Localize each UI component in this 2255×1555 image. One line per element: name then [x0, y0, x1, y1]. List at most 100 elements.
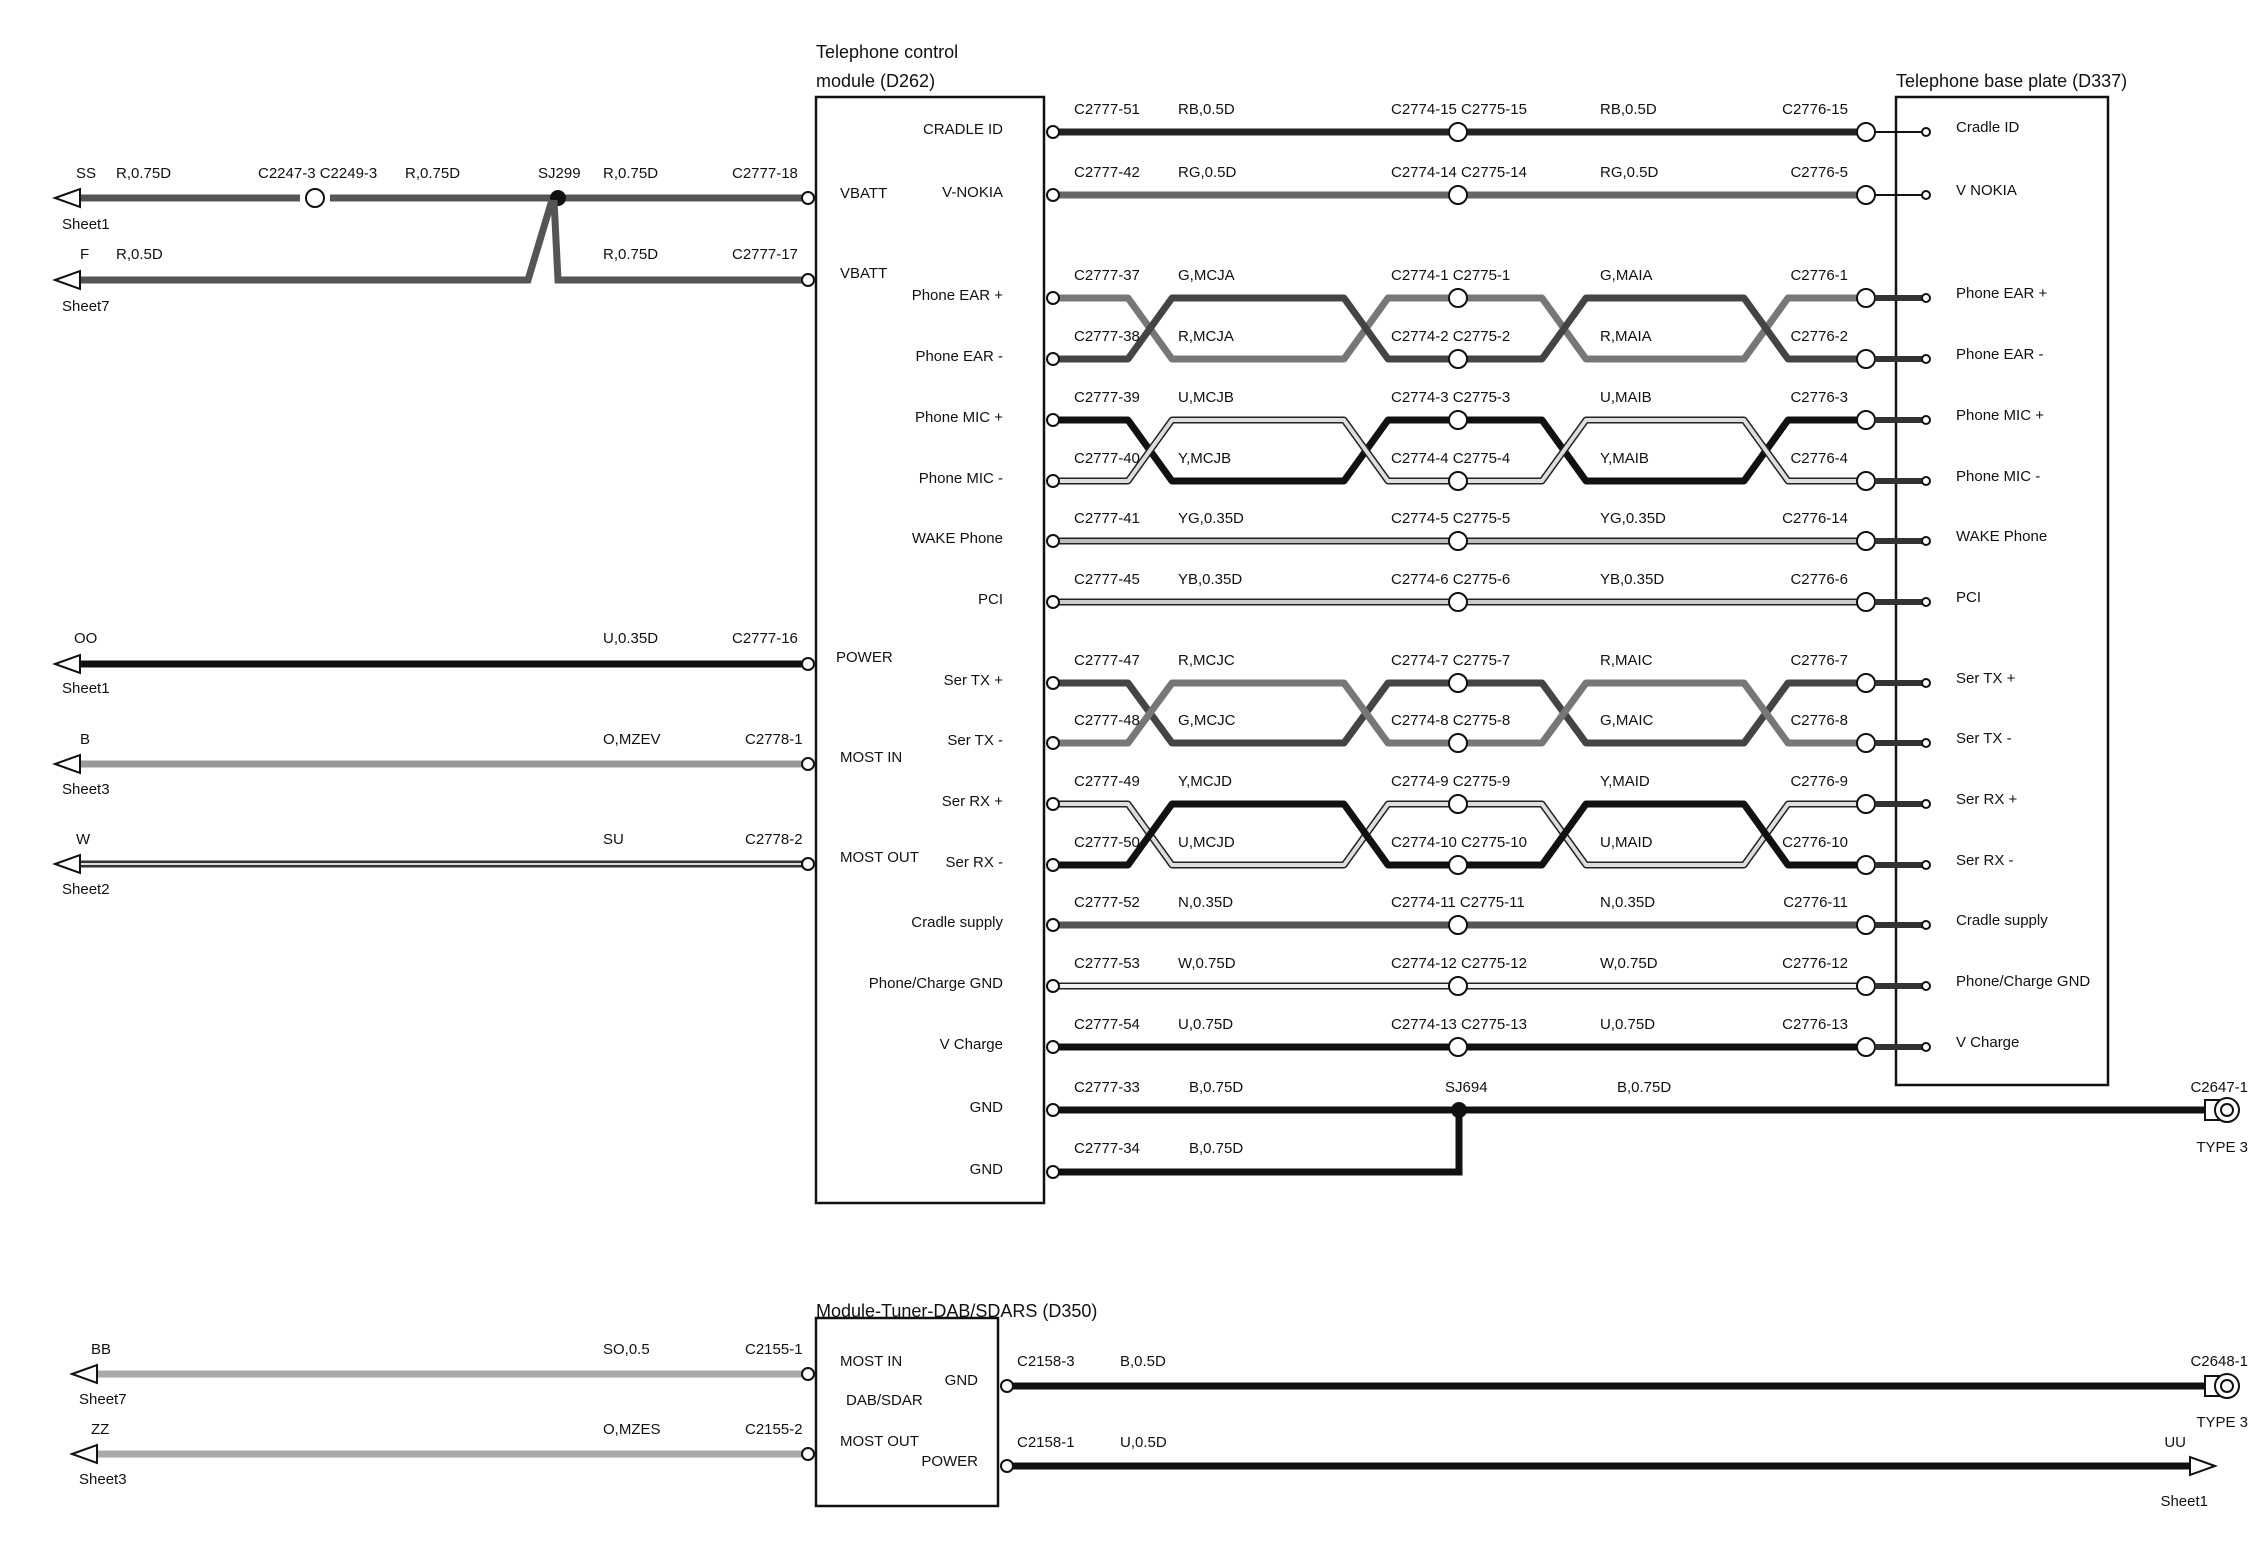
base-plate-connector-icon	[1856, 349, 1876, 369]
base-plate-connector-icon	[1856, 733, 1876, 753]
tcm-phone-pin-connector	[1046, 291, 1060, 305]
base-plate-connector-icon	[1856, 185, 1876, 205]
tuner-pin-connector-bb	[801, 1367, 815, 1381]
base-plate-connector-icon	[1856, 1037, 1876, 1057]
tcm-phone-pin-label: WAKE Phone	[912, 530, 1003, 547]
tuner-title: Module-Tuner-DAB/SDARS (D350)	[816, 1301, 1097, 1321]
sheet-ref-zz: Sheet3	[79, 1471, 127, 1488]
phone-conn-3-label: C2776-5	[1790, 164, 1848, 181]
base-plate-pin-icon	[1921, 190, 1931, 200]
tuner-pin-power: POWER	[921, 1453, 978, 1470]
tcm-phone-pin-connector	[1046, 352, 1060, 366]
wire-label-f-a: R,0.5D	[116, 246, 163, 263]
tcm-pin-gnd-1: GND	[970, 1099, 1004, 1116]
tbp-pin-label: PCI	[1956, 589, 1981, 606]
arrow-uu-icon	[2189, 1455, 2218, 1477]
tcm-title-line1: Telephone control	[816, 42, 958, 62]
phone-wire-label-2: G,MAIC	[1600, 712, 1654, 729]
ground-wire-label-2: B,0.75D	[1189, 1140, 1243, 1157]
phone-conn-1-label: C2777-37	[1074, 267, 1140, 284]
wire-label-ss-a: R,0.75D	[116, 165, 171, 182]
arrow-ss	[52, 187, 81, 209]
tcm-pin-most-in: MOST IN	[840, 749, 902, 766]
phone-wire-label-1: W,0.75D	[1178, 955, 1236, 972]
tcm-phone-pin-label: V-NOKIA	[942, 184, 1003, 201]
phone-conn-2-label: C2774-11 C2775-11	[1391, 894, 1525, 911]
splice-node-sj694	[1451, 1102, 1467, 1118]
phone-wire-label-1: N,0.35D	[1178, 894, 1233, 911]
ground-pin-connector-2	[1046, 1165, 1060, 1179]
tcm-phone-pin-connector	[1046, 188, 1060, 202]
splice-label-sj694: SJ694	[1445, 1079, 1488, 1096]
tbp-pin-label: Ser TX -	[1956, 730, 2012, 747]
base-plate-connector-icon	[1856, 531, 1876, 551]
base-plate-pin-icon	[1921, 860, 1931, 870]
conn-label-ss: C2777-18	[732, 165, 798, 182]
tcm-phone-pin-label: Phone EAR +	[912, 287, 1004, 304]
phone-wire-label-2: RG,0.5D	[1600, 164, 1659, 181]
wire-label-ss-c: R,0.75D	[603, 165, 658, 182]
arrow-bb	[69, 1363, 98, 1385]
phone-wire-label-1: YB,0.35D	[1178, 571, 1242, 588]
pin-connector-ss	[801, 191, 815, 205]
sheet-ref-oo: Sheet1	[62, 680, 110, 697]
conn-label-bb: C2155-1	[745, 1341, 803, 1358]
inline-connector-icon	[1448, 349, 1468, 369]
phone-conn-3-label: C2776-12	[1782, 955, 1848, 972]
ground-eyelet-type: TYPE 3	[2196, 1139, 2248, 1156]
tbp-pin-label: V NOKIA	[1956, 182, 2017, 199]
sheet-ref-w: Sheet2	[62, 881, 110, 898]
phone-wire-label-2: N,0.35D	[1600, 894, 1655, 911]
tcm-phone-pin-connector	[1046, 534, 1060, 548]
conn-label-b: C2778-1	[745, 731, 803, 748]
base-plate-connector-icon	[1856, 673, 1876, 693]
tuner-pin-gnd: GND	[945, 1372, 979, 1389]
base-plate-connector-icon	[1856, 288, 1876, 308]
tcm-phone-pin-connector	[1046, 1040, 1060, 1054]
phone-wire-label-1: R,MCJA	[1178, 328, 1234, 345]
phone-wire-label-2: W,0.75D	[1600, 955, 1658, 972]
wire-label-b: O,MZEV	[603, 731, 661, 748]
phone-wire-label-2: Y,MAID	[1600, 773, 1650, 790]
wire-label-ss-b: R,0.75D	[405, 165, 460, 182]
phone-conn-2-label: C2774-3 C2775-3	[1391, 389, 1510, 406]
phone-conn-2-label: C2774-1 C2775-1	[1391, 267, 1510, 284]
signal-name-ss: SS	[76, 165, 96, 182]
tbp-pin-label: Phone EAR +	[1956, 285, 2048, 302]
wire-label-bb: SO,0.5	[603, 1341, 650, 1358]
tcm-phone-pin-label: Ser TX +	[944, 672, 1004, 689]
phone-wire-label-1: U,MCJD	[1178, 834, 1235, 851]
base-plate-connector-icon	[1856, 855, 1876, 875]
base-plate-pin-icon	[1921, 536, 1931, 546]
tuner-gnd-conn: C2158-3	[1017, 1353, 1075, 1370]
phone-wire-label-1: U,0.75D	[1178, 1016, 1233, 1033]
ground-pin-connector-1	[1046, 1103, 1060, 1117]
base-plate-connector-icon	[1856, 592, 1876, 612]
tbp-pin-label: Phone MIC +	[1956, 407, 2044, 424]
phone-wire-label-1: RG,0.5D	[1178, 164, 1237, 181]
conn-label-f: C2777-17	[732, 246, 798, 263]
ground-conn-2: C2777-34	[1074, 1140, 1140, 1157]
signal-name-bb: BB	[91, 1341, 111, 1358]
tcm-pin-power: POWER	[836, 649, 893, 666]
phone-conn-2-label: C2774-13 C2775-13	[1391, 1016, 1527, 1033]
phone-conn-2-label: C2774-15 C2775-15	[1391, 101, 1527, 118]
ground-wire-label-1: B,0.75D	[1189, 1079, 1243, 1096]
tcm-pin-gnd-2: GND	[970, 1161, 1004, 1178]
telephone-base-plate-box	[1894, 95, 2110, 1087]
sheet-ref-b: Sheet3	[62, 781, 110, 798]
phone-wire-label-1: YG,0.35D	[1178, 510, 1244, 527]
tcm-phone-pin-label: Phone MIC +	[915, 409, 1003, 426]
tbp-pin-label: V Charge	[1956, 1034, 2019, 1051]
wire-label-f-c: R,0.75D	[603, 246, 658, 263]
phone-conn-1-label: C2777-47	[1074, 652, 1140, 669]
tuner-group: BB Sheet7 SO,0.5 C2155-1 MOST IN ZZ Shee…	[69, 1341, 2248, 1510]
signal-name-f: F	[80, 246, 89, 263]
tuner-gnd-end-conn: C2648-1	[2190, 1353, 2248, 1370]
tbp-pin-label: Phone/Charge GND	[1956, 973, 2090, 990]
base-plate-pin-icon	[1921, 293, 1931, 303]
base-plate-connector-icon	[1856, 976, 1876, 996]
base-plate-pin-icon	[1921, 127, 1931, 137]
tbp-pin-label: Phone MIC -	[1956, 468, 2040, 485]
pin-connector-w	[801, 857, 815, 871]
